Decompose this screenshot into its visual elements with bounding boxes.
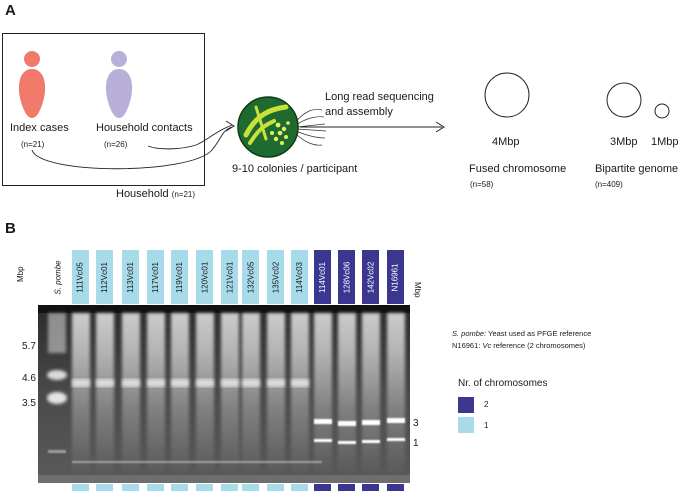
mbp-left-label: Mbp bbox=[16, 266, 25, 282]
lane-label: 132Vc05 bbox=[242, 250, 259, 304]
lane-bottom-bar bbox=[196, 484, 213, 491]
household-contacts-n: (n=26) bbox=[104, 140, 128, 149]
household-contact-person-icon bbox=[105, 51, 133, 118]
pfge-gel-image bbox=[38, 305, 410, 483]
bipartite-large-circle bbox=[606, 82, 642, 118]
lane-label: 113Vc01 bbox=[122, 250, 139, 304]
lane-bottom-bar bbox=[362, 484, 379, 491]
note-s-pombe: S. pombe: Yeast used as PFGE reference bbox=[452, 329, 591, 338]
mbp-right-label: Mbp bbox=[413, 282, 422, 298]
household-label: Household (n=21) bbox=[116, 188, 195, 200]
lane-bottom-bar bbox=[338, 484, 355, 491]
ladder-left-3-5: 3.5 bbox=[22, 398, 36, 409]
fused-size: 4Mbp bbox=[492, 136, 520, 148]
petri-dish-icon bbox=[237, 96, 299, 158]
bipartite-small-circle bbox=[654, 103, 670, 119]
fused-n: (n=58) bbox=[470, 180, 494, 189]
lane-bottom-bar bbox=[387, 484, 404, 491]
lane-bottom-bar bbox=[96, 484, 113, 491]
household-label-text: Household bbox=[116, 188, 169, 200]
legend-label-1: 1 bbox=[484, 421, 489, 430]
note-n16961-pre: N16961: bbox=[452, 341, 483, 350]
ladder-right-3: 3 bbox=[413, 418, 419, 429]
fused-chromosome-circle bbox=[484, 72, 530, 118]
lane-label: 120Vc01 bbox=[196, 250, 213, 304]
lane-bottom-bar bbox=[122, 484, 139, 491]
lane-bottom-bar bbox=[72, 484, 89, 491]
bipartite-size-3: 3Mbp bbox=[610, 136, 638, 148]
index-cases-label: Index cases bbox=[10, 122, 69, 134]
lane-label: 128Vc06 bbox=[338, 250, 355, 304]
lane-label: 112Vc01 bbox=[96, 250, 113, 304]
lane-bottom-bar bbox=[171, 484, 188, 491]
household-box bbox=[2, 33, 205, 186]
lane-label: 121Vc01 bbox=[221, 250, 238, 304]
lane-label: 117Vc01 bbox=[147, 250, 164, 304]
lane-label-s-pombe: S. pombe bbox=[54, 259, 63, 295]
lane-bottom-bar bbox=[242, 484, 259, 491]
legend-swatch-1 bbox=[458, 417, 474, 433]
note-n16961-italic: Vc bbox=[482, 341, 492, 350]
ladder-left-4-6: 4.6 bbox=[22, 373, 36, 384]
lane-label: 135Vc02 bbox=[267, 250, 284, 304]
ladder-left-5-7: 5.7 bbox=[22, 341, 36, 352]
fused-label: Fused chromosome bbox=[469, 163, 567, 175]
ladder-right-1: 1 bbox=[413, 438, 419, 449]
legend-title: Nr. of chromosomes bbox=[458, 378, 548, 389]
lane-bottom-bar bbox=[267, 484, 284, 491]
lane-bottom-bar bbox=[291, 484, 308, 491]
note-n16961: N16961: Vc reference (2 chromosomes) bbox=[452, 341, 585, 350]
sequencing-label-line1: Long read sequencing bbox=[325, 91, 434, 103]
lane-label: 119Vc01 bbox=[171, 250, 188, 304]
lane-bottom-bar bbox=[221, 484, 238, 491]
legend-label-2: 2 bbox=[484, 400, 489, 409]
panel-b-letter: B bbox=[5, 220, 16, 237]
index-cases-n: (n=21) bbox=[21, 140, 45, 149]
legend-swatch-2 bbox=[458, 397, 474, 413]
bipartite-n: (n=409) bbox=[595, 180, 623, 189]
household-label-n: (n=21) bbox=[171, 190, 196, 199]
bipartite-size-1: 1Mbp bbox=[651, 136, 679, 148]
sequencing-label-line2: and assembly bbox=[325, 106, 393, 118]
colonies-label: 9-10 colonies / participant bbox=[232, 163, 358, 175]
index-case-person-icon bbox=[18, 51, 46, 118]
note-n16961-rest: reference (2 chromosomes) bbox=[491, 341, 586, 350]
lane-bottom-bar bbox=[314, 484, 331, 491]
panel-a-letter: A bbox=[5, 2, 16, 19]
lane-bottom-bar bbox=[147, 484, 164, 491]
lane-label: 114Vc01 bbox=[314, 250, 331, 304]
note-s-pombe-italic: S. pombe: bbox=[452, 329, 487, 338]
lane-label: 111Vc05 bbox=[72, 250, 89, 304]
household-contacts-label: Household contacts bbox=[96, 122, 193, 134]
lane-label: 114Vc03 bbox=[291, 250, 308, 304]
note-s-pombe-rest: Yeast used as PFGE reference bbox=[486, 329, 592, 338]
genome-circles bbox=[484, 72, 670, 119]
lane-label: N16961 bbox=[387, 250, 404, 304]
bipartite-label: Bipartite genome bbox=[595, 163, 679, 175]
lane-label: 142Vc02 bbox=[362, 250, 379, 304]
